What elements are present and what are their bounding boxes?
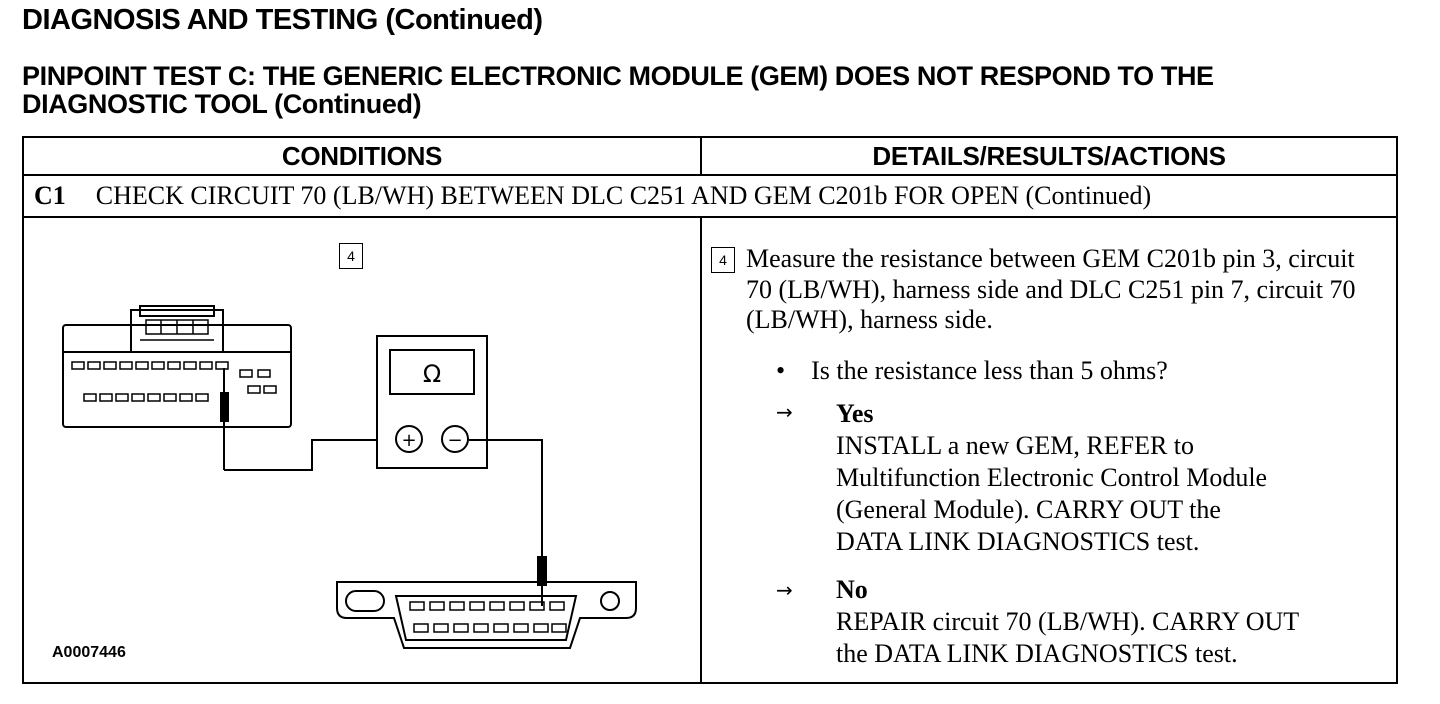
bullet-icon: • <box>776 356 786 385</box>
conditions-header: CONDITIONS <box>281 141 443 171</box>
no-label: No <box>836 575 868 604</box>
body-divider <box>700 218 702 684</box>
figure-id: A0007446 <box>52 644 126 661</box>
no-action-line2: the DATA LINK DIAGNOSTICS test. <box>836 639 1238 668</box>
page-title: DIAGNOSIS AND TESTING (Continued) <box>22 4 543 36</box>
details-header: DETAILS/RESULTS/ACTIONS <box>872 141 1226 171</box>
yes-action-line4: DATA LINK DIAGNOSTICS test. <box>836 527 1200 556</box>
details-step-box: 4 <box>711 247 735 273</box>
positive-terminal-icon: + <box>401 430 416 451</box>
arrow-right-icon: → <box>776 578 793 602</box>
dlc-connector-icon <box>336 581 637 649</box>
header-divider <box>700 138 702 174</box>
negative-test-lead <box>469 439 543 556</box>
yes-action-line3: (General Module). CARRY OUT the <box>836 495 1221 524</box>
question-text: Is the resistance less than 5 ohms? <box>811 356 1168 385</box>
yes-action-line2: Multifunction Electronic Control Module <box>836 463 1268 492</box>
pinpoint-test-title-line1: PINPOINT TEST C: THE GENERIC ELECTRONIC … <box>22 61 1214 91</box>
arrow-right-icon: → <box>776 400 793 424</box>
header-rule <box>24 174 1396 176</box>
yes-action-line1: INSTALL a new GEM, REFER to <box>836 431 1195 460</box>
ohmmeter-icon <box>376 335 488 469</box>
step-number: C1 <box>34 181 66 210</box>
negative-terminal-icon: − <box>447 430 462 451</box>
diagram-step-box: 4 <box>339 243 363 269</box>
ohm-symbol: Ω <box>423 360 441 388</box>
pinpoint-test-title-line2: DIAGNOSTIC TOOL (Continued) <box>22 89 422 119</box>
gem-probe-icon <box>220 368 229 470</box>
resistance-question: • Is the resistance less than 5 ohms? <box>776 356 1168 386</box>
no-action-line1: REPAIR circuit 70 (LB/WH). CARRY OUT <box>836 607 1300 636</box>
positive-test-lead <box>224 439 378 471</box>
step-row: C1 CHECK CIRCUIT 70 (LB/WH) BETWEEN DLC C… <box>34 176 1151 216</box>
no-result: No REPAIR circuit 70 (LB/WH). CARRY OUT … <box>836 574 1299 670</box>
step-title: CHECK CIRCUIT 70 (LB/WH) BETWEEN DLC C25… <box>95 181 1152 210</box>
pinpoint-test-title: PINPOINT TEST C: THE GENERIC ELECTRONIC … <box>22 62 1214 118</box>
yes-label: Yes <box>836 399 874 428</box>
measure-instruction: Measure the resistance between GEM C201b… <box>746 244 1356 334</box>
yes-result: Yes INSTALL a new GEM, REFER to Multifun… <box>836 398 1267 558</box>
step-rule <box>24 216 1396 218</box>
wiring-diagram: Ω + − <box>62 305 637 649</box>
diagnostic-table: CONDITIONS DETAILS/RESULTS/ACTIONS C1 CHE… <box>22 136 1398 684</box>
gem-connector-icon <box>62 305 292 428</box>
